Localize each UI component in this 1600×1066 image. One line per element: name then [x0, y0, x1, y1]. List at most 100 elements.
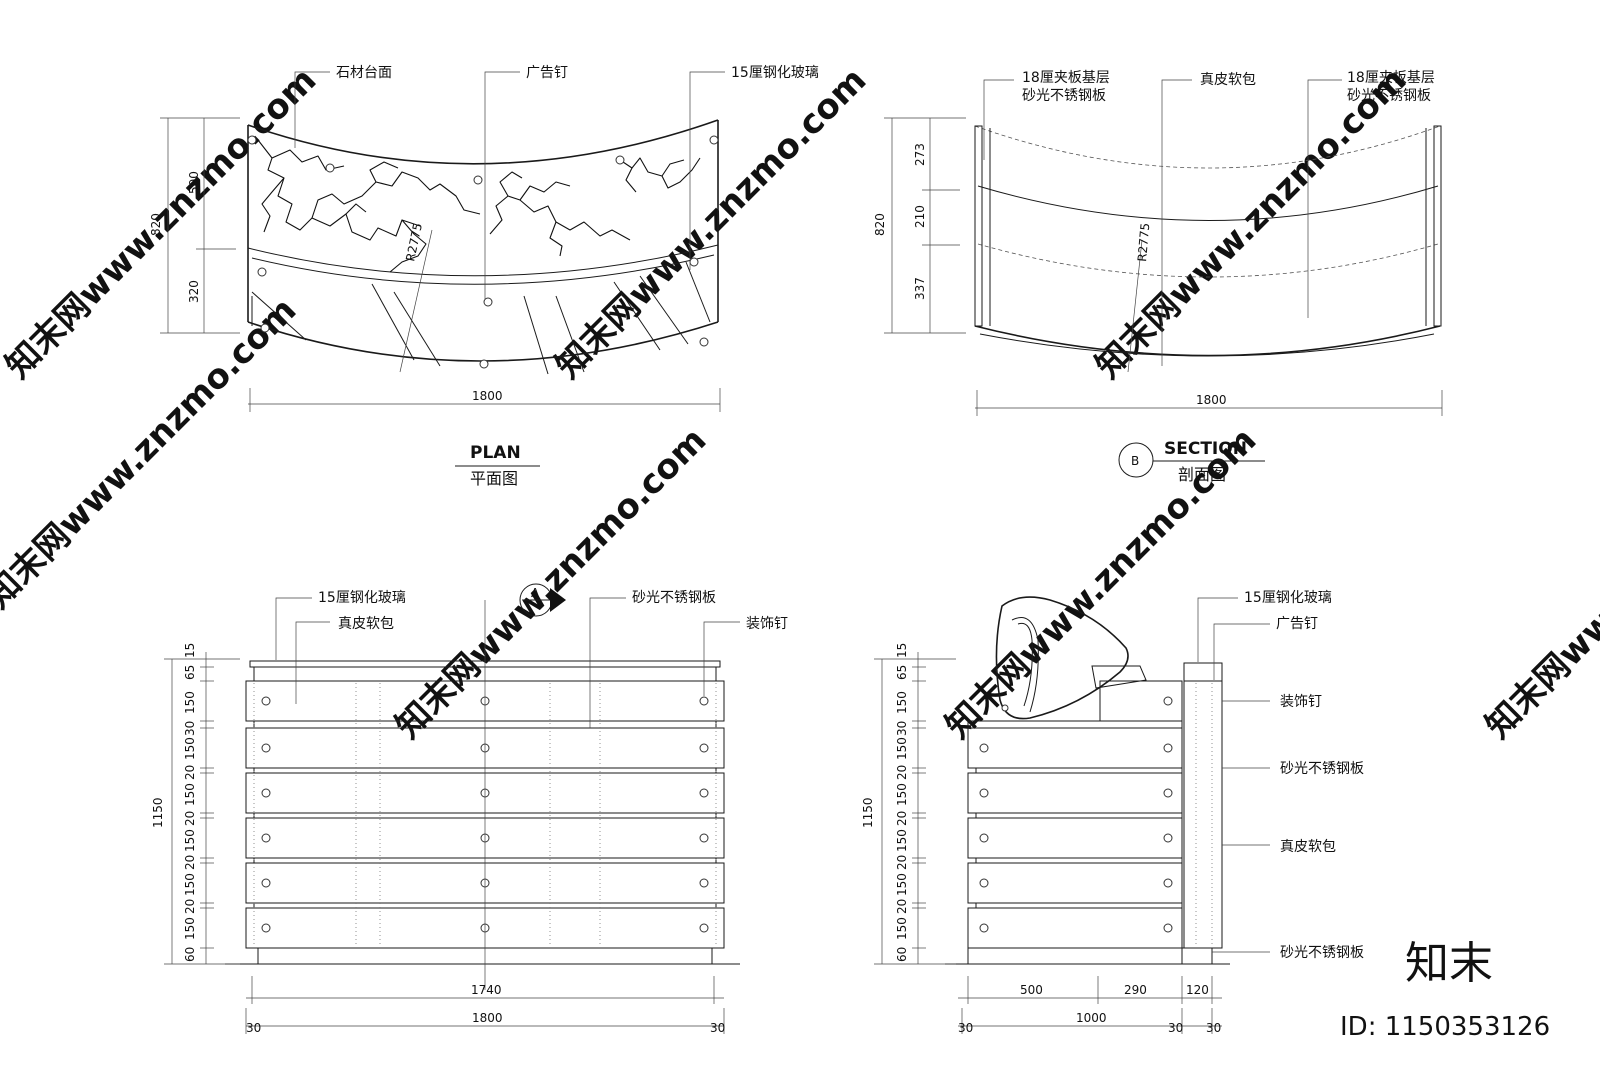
- side-dim-v: 20: [895, 899, 909, 914]
- side-dim-v: 150: [895, 873, 909, 896]
- front-dim-v: 150: [183, 691, 197, 714]
- plan-glass-inner-line: [251, 254, 715, 285]
- callout-leader-front-steel: [589, 597, 626, 728]
- side-dim-bottom: 30: [1168, 1021, 1183, 1035]
- front-dim-v: 20: [183, 811, 197, 826]
- side-panel-row: [967, 727, 1183, 769]
- front-panels: [225, 680, 740, 965]
- side-dim-v: 20: [895, 765, 909, 780]
- section-marker-circle: [1118, 442, 1154, 478]
- callout-side-nail: 广告钉: [1276, 616, 1318, 632]
- stone-vein-pattern: [257, 139, 701, 273]
- watermark-text: 知末网www.znzmo.com: [548, 60, 874, 386]
- section-vertical-dimensions: 820 273 210 337: [873, 117, 966, 334]
- callout-leader-front-leather: [295, 621, 330, 704]
- side-dim-top: 290: [1124, 983, 1147, 997]
- callout-right-1: 18厘夹板基层: [1347, 69, 1435, 86]
- side-horizontal-dimensions: 500 290 120 30 1000 30 30: [958, 976, 1222, 1035]
- side-vertical-dimensions: 1150 15 65 150 30 150 20 150 20 150 20 1…: [861, 643, 956, 965]
- section-horizontal-dimension: 1800: [975, 390, 1443, 416]
- side-dim-v: 20: [895, 811, 909, 826]
- watermark-brand: 知末: [1405, 938, 1493, 989]
- callout-leader-front-deco: [703, 621, 740, 696]
- front-dim-total: 1150: [151, 797, 165, 828]
- callout-left-2: 砂光不锈钢板: [1022, 88, 1106, 104]
- section-band-line: [977, 185, 1439, 221]
- section-bottom-inner: [979, 333, 1435, 357]
- plan-dim-lower: 320: [187, 280, 201, 303]
- marker-a-label: A: [531, 586, 540, 600]
- front-dim-v: 20: [183, 855, 197, 870]
- callout-leader-side-glass: [1197, 597, 1238, 662]
- side-glass-post: [1183, 662, 1223, 682]
- side-dim-v: 60: [895, 947, 909, 962]
- front-dim-v: 20: [183, 899, 197, 914]
- front-dim-width: 1800: [472, 1011, 503, 1025]
- side-dim-v: 150: [895, 917, 909, 940]
- callout-right-2: 砂光不锈钢板: [1347, 88, 1431, 104]
- side-panel-row: [967, 817, 1183, 859]
- section-left-post: [974, 125, 983, 327]
- side-dim-v: 150: [895, 783, 909, 806]
- side-dim-total: 1150: [861, 797, 875, 828]
- front-dim-v: 65: [183, 665, 197, 680]
- callout-front-deco: 装饰钉: [746, 616, 788, 632]
- plan-vertical-dimensions: 820 500 320: [149, 117, 240, 334]
- plan-nails: [247, 135, 719, 369]
- callout-leader-front-glass: [275, 597, 312, 660]
- front-dim-v: 30: [183, 721, 197, 736]
- front-dim-v: 150: [183, 783, 197, 806]
- front-horizontal-dimensions: 1740 30 1800 30: [245, 976, 725, 1035]
- watermark-text: 知末网www.znzmo.com: [388, 420, 714, 746]
- plan-title: PLAN: [470, 443, 521, 463]
- side-panels: [945, 680, 1230, 965]
- section-view: R2775 18厘夹板基层 砂光不锈钢板 真皮软包 18厘夹板基层 砂光不锈钢板…: [873, 69, 1443, 484]
- side-panel-row: [967, 862, 1183, 904]
- glass-hatching: [251, 261, 711, 375]
- computer-monitor: [995, 596, 1147, 720]
- side-dim-v: 20: [895, 855, 909, 870]
- callout-leader-glass: [689, 71, 725, 270]
- section-radius-label: R2775: [1135, 222, 1152, 262]
- section-dim-c: 337: [913, 277, 927, 300]
- callout-front-glass: 15厘钢化玻璃: [318, 589, 406, 606]
- front-dim-v: 150: [183, 917, 197, 940]
- plan-divider-line: [247, 244, 719, 277]
- front-dim-v: 150: [183, 829, 197, 852]
- callout-side-deco: 装饰钉: [1280, 694, 1322, 710]
- callout-left-1: 18厘夹板基层: [1022, 69, 1110, 86]
- side-worktop: [967, 720, 1183, 729]
- front-vertical-dimensions: 1150 15 65 150 30 150 20 150 20 150 20 1…: [151, 643, 240, 965]
- callout-front-steel: 砂光不锈钢板: [632, 590, 716, 606]
- callout-side-glass: 15厘钢化玻璃: [1244, 589, 1332, 606]
- watermark-id: ID: 1150353126: [1340, 1012, 1550, 1042]
- plan-subtitle: 平面图: [470, 469, 518, 488]
- watermark-text: 知末网www.znzmo.com: [1088, 60, 1414, 386]
- watermark-text: 知末网www.znzmo.com: [1478, 420, 1600, 746]
- side-dim-v: 150: [895, 691, 909, 714]
- section-top-dashed: [974, 125, 1441, 169]
- side-dim-bottom: 1000: [1076, 1011, 1107, 1025]
- side-dim-bottom: 30: [1206, 1021, 1221, 1035]
- section-radius-leader: [1127, 239, 1143, 373]
- section-band-dashed: [977, 243, 1439, 278]
- section-bottom-edge: [974, 325, 1441, 357]
- section-marker: B: [1131, 454, 1139, 468]
- callout-leader-left: [983, 79, 1014, 160]
- section-dim-b: 210: [913, 205, 927, 228]
- callout-leader-side-nail: [1213, 623, 1270, 680]
- plan-horizontal-dimension: 1800: [248, 388, 721, 412]
- callout-leader-stone: [294, 71, 330, 148]
- plan-back-edge: [247, 119, 719, 165]
- side-dim-v: 65: [895, 665, 909, 680]
- side-panel-row: [967, 907, 1183, 949]
- side-plinth: [967, 947, 1183, 965]
- section-dim-total: 820: [873, 213, 887, 236]
- section-dim-a: 273: [913, 143, 927, 166]
- front-dim-inner: 1740: [471, 983, 502, 997]
- front-decorative-nails: [261, 696, 709, 933]
- callout-front-leather: 真皮软包: [338, 616, 394, 632]
- front-elevation: A 15厘钢化玻璃 真皮软包 砂光不锈钢板 装饰钉 1150 15 65 150…: [151, 583, 788, 1035]
- side-dim-v: 30: [895, 721, 909, 736]
